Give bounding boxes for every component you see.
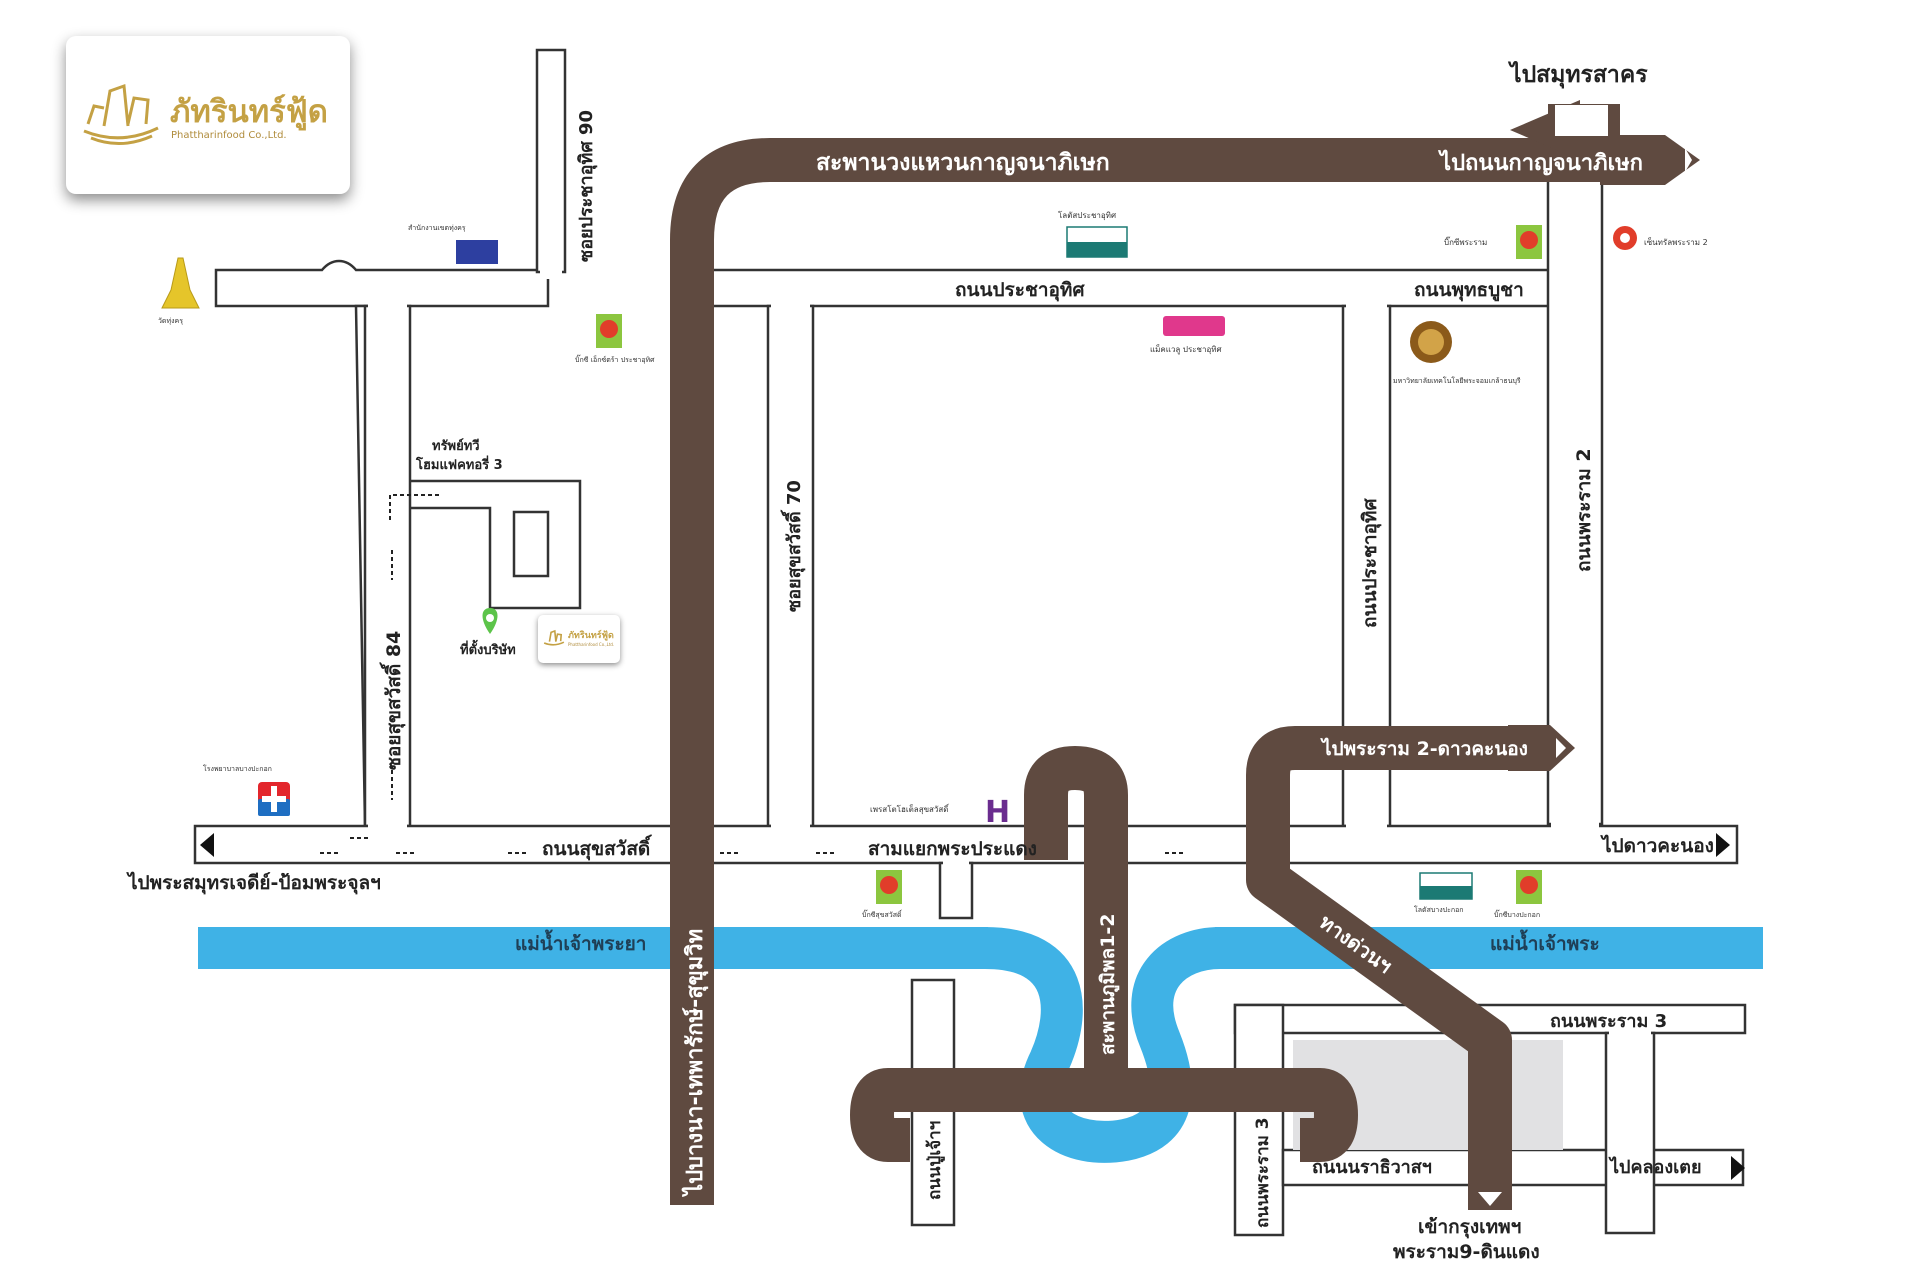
river-left-label: แม่น้ำเจ้าพระยา [515,929,646,955]
to-samut-sakhon-label: ไปสมุทรสาคร [1507,60,1648,89]
rama3-road-v-label: ถนนพระราม 3 [1253,1117,1273,1228]
pracha-road-label: ถนนประชาอุทิศ [955,279,1085,302]
company-logo-subtitle: Phattharinfood Co.,Ltd. [171,130,287,141]
tesco-bottom-icon [1419,872,1473,900]
pracha-road-v-label: ถนนประชาอุทิศ [1359,498,1382,628]
sam-yaek-label: สามแยกพระประแดง [868,838,1037,860]
highways [670,138,1610,1210]
bang-na-label: ไปบางนา-เทพารักษ์-สุขุมวิท [681,929,709,1197]
temple-label: วัดทุ่งครุ [158,317,183,325]
svg-text:H: H [985,795,1010,830]
tesco-top-label: โลตัสประชาอุทิศ [1058,210,1116,220]
bridge-top-label: สะพานวงแหวนกาญจนาภิเษก [816,150,1110,176]
office-label: สำนักงานเขตทุ่งครุ [408,224,466,232]
mini-logo-subtitle: Phattharinfood Co.,Ltd. [568,642,615,647]
road-arrows [200,833,1745,1180]
to-dao-khanong-label: ไปดาวคะนอง [1600,834,1714,857]
soi-pracha-label: ซอยประชาอุทิศ 90 [576,110,598,262]
rama2-road-label: ถนนพระราม 2 [1573,448,1595,572]
bigc-bangpakok-icon [1516,870,1542,904]
temple-icon [161,257,200,309]
phutthabucha-label: ถนนพุทธบูชา [1414,279,1524,302]
junk-ship-icon [83,83,159,146]
bigc-bangpakok-label: บิ๊กซีบางปะกอก [1494,909,1540,919]
to-samut-prakan-label: ไปพระสมุทรเจดีย์-ป้อมพระจุลฯ [126,871,381,895]
central-label: เซ็นทรัลพระราม 2 [1644,237,1708,247]
hospital-label: โรงพยาบาลบางปะกอก [203,764,272,773]
river-right-label: แม่น้ำเจ้าพระ [1490,929,1600,955]
mini-logo-card: ภัทรินทร์ฟู้ด Phattharinfood Co.,Ltd. [538,615,620,663]
central-icon [1613,226,1637,250]
bhumibol-label: สะพานภูมิพล1-2 [1097,913,1120,1055]
university-seal-icon [1410,321,1452,363]
bigc-suksawat-label: บิ๊กซีสุขสวัสดิ์ [862,909,903,919]
company-logo-card: ภัทรินทร์ฟู้ด Phattharinfood Co.,Ltd. [66,36,350,194]
hotel-label: เพรสโตโฮเต็ลสุขสวัสดิ์ [870,803,950,814]
highway-end-arrows [682,106,1692,1220]
bigc-pracha-icon [596,314,622,348]
bigc-pracha-label: บิ๊กซี เอ็กซ์ตร้า ประชาอุทิศ [575,354,655,364]
rama3-road-label: ถนนพระราม 3 [1550,1011,1667,1032]
office-icon [456,240,498,264]
mini-ship-icon [543,629,565,646]
to-rama2-label: ไปพระราม 2-ดาวคะนอง [1320,737,1528,760]
market-label: แม็คแวลู ประชาอุทิศ [1150,344,1222,355]
soi-70-label: ซอยสุขสวัสดิ์ 70 [780,480,806,612]
hospital-icon [258,782,290,816]
hotel-icon: H [985,795,1010,830]
puchao-road-label: ถนนปู่เจ้าฯ [925,1121,946,1200]
bigc-icon [1516,225,1542,259]
company-logo-name: ภัทรินทร์ฟู้ด [170,94,328,130]
into-bangkok-label: เข้ากรุงเทพฯ [1418,1216,1521,1239]
rama9-label: พระราม9-ดินแดง [1393,1241,1540,1263]
narathiwat-label: ถนนนราธิวาสฯ [1312,1157,1432,1178]
tesco-lotus-icon [1066,226,1128,258]
suksawat-road-label: ถนนสุขสวัสดิ์ [542,834,652,861]
tesco-bottom-label: โลตัสบางปะกอก [1414,905,1464,914]
bigc-suksawat-icon [876,870,902,904]
company-location-label: ที่ตั้งบริษัท [460,639,516,658]
to-khlong-toei-label: ไปคลองเตย [1608,1156,1702,1178]
university-label: มหาวิทยาลัยเทคโนโลยีพระจอมเกล้าธนบุรี [1393,376,1521,385]
bigc-rama-label: บิ๊กซีพระราม [1444,236,1487,247]
traffic-dashes [320,494,1185,854]
factory-outline [410,479,582,610]
to-kanchana-label: ไปถนนกาญจนาภิเษก [1438,149,1643,176]
factory-name-2: โฮมแฟคทอรี่ 3 [415,455,503,473]
highway-arrows [1508,100,1700,771]
location-pin-icon [482,608,498,634]
market-icon [1163,316,1225,336]
mini-logo-name: ภัทรินทร์ฟู้ด [568,631,614,641]
soi-84-label: ซอยสุขสวัสดิ์ 84 [379,631,406,770]
factory-name-1: ทรัพย์ทวี [432,438,480,454]
